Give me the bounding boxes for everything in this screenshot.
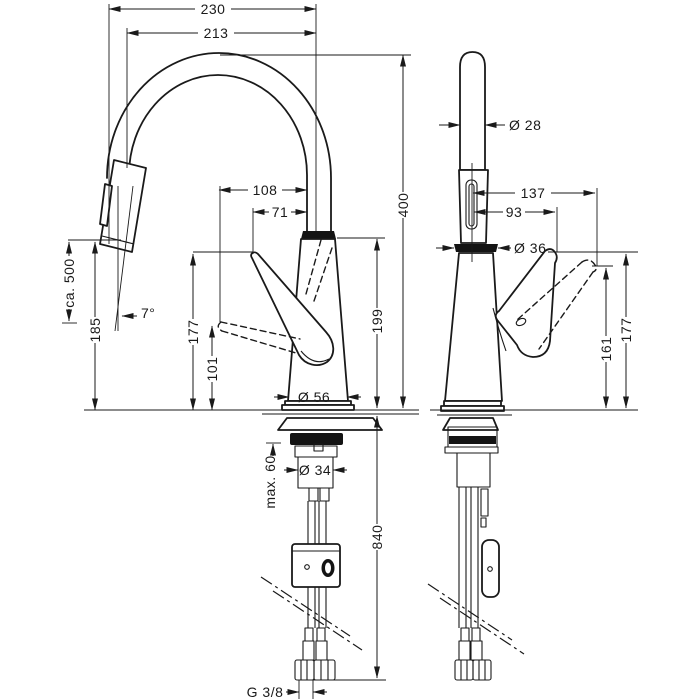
dim-spout-dia-label: Ø 36 — [514, 240, 546, 256]
dim-handle-height-alt-label: 161 — [598, 337, 614, 362]
dim-hose-length-label: 840 — [369, 525, 385, 550]
break-lines — [260, 576, 363, 651]
dim-reach: 230 — [108, 1, 317, 17]
dim-thread: G 3/8 — [247, 684, 327, 700]
dim-thread-label: G 3/8 — [247, 684, 284, 700]
dim-handle-height-front: 177 — [618, 253, 634, 409]
base-flange-front — [440, 400, 505, 412]
dim-spray-reach-label: 213 — [204, 25, 229, 41]
dim-handle-height-alt: 161 — [598, 267, 614, 409]
mounting-hardware-front — [442, 417, 499, 488]
handle-lever-front-dashed — [516, 259, 597, 350]
dim-spray-reach: 213 — [126, 25, 317, 41]
dim-spout-height: 400 — [395, 54, 411, 409]
spout-joint — [301, 231, 336, 239]
handle-lever-dashed — [217, 239, 333, 354]
dim-shank-dia: Ø 34 — [284, 462, 347, 478]
dim-spray-angle: 7° — [121, 305, 155, 321]
dim-spray-drop: 185 — [87, 241, 103, 411]
deck-line-front — [430, 409, 638, 416]
extension-lines-front — [471, 163, 638, 267]
dim-handle-height-side: 177 — [185, 253, 201, 411]
dim-spray-drop-label: 185 — [87, 318, 103, 343]
dim-spray-angle-label: 7° — [141, 305, 155, 321]
hose-weight — [291, 543, 341, 588]
dim-spout-offset-label: 71 — [272, 204, 289, 220]
dim-handle-reach-max: 137 — [472, 185, 596, 201]
supply-hoses-front — [458, 487, 489, 628]
dim-hose-length: 840 — [369, 415, 385, 679]
spray-column — [459, 51, 486, 171]
break-lines-front — [427, 583, 525, 655]
dim-shank-dia-label: Ø 34 — [299, 462, 331, 478]
dim-handle-reach: 93 — [473, 204, 556, 220]
dim-spout-dia: Ø 36 — [436, 240, 546, 256]
dim-body-height: 199 — [369, 238, 385, 409]
dim-handle-height-front-label: 177 — [618, 318, 634, 343]
extension-lines — [68, 4, 411, 699]
dim-spray-dia: Ø 28 — [439, 117, 541, 133]
dim-handle-height-side-label: 177 — [185, 320, 201, 345]
dim-handle-reach-max-label: 137 — [521, 185, 546, 201]
dim-handle-height-low-label: 101 — [204, 357, 220, 382]
dim-spout-offset-max: 108 — [218, 182, 308, 198]
side-view: 230 213 108 71 400 — [61, 1, 419, 700]
hose-connectors-front — [454, 627, 492, 681]
base-flange — [281, 400, 355, 411]
dim-body-height-label: 199 — [369, 309, 385, 334]
dim-spray-dia-label: Ø 28 — [509, 117, 541, 133]
spout-arc — [106, 52, 332, 232]
dim-handle-height-low: 101 — [204, 325, 220, 411]
handle-lever-front — [494, 248, 558, 358]
dim-spout-height-label: 400 — [395, 193, 411, 218]
dim-spray-hose-label: ca. 500 — [61, 258, 77, 307]
mounting-hardware — [277, 417, 383, 502]
dim-base-dia: Ø 56 — [274, 389, 361, 405]
spray-holder — [458, 169, 489, 244]
dim-reach-label: 230 — [201, 1, 226, 17]
dim-handle-reach-label: 93 — [506, 204, 523, 220]
front-view: Ø 28 137 93 Ø 36 161 177 — [427, 51, 638, 681]
hose-weight-front — [481, 539, 500, 598]
faucet-body-front — [444, 252, 507, 402]
dim-base-dia-label: Ø 56 — [298, 389, 330, 405]
dim-deck-max: max. 60 — [262, 442, 281, 509]
dim-spray-hose: ca. 500 — [61, 241, 77, 324]
dim-spout-offset-max-label: 108 — [253, 182, 278, 198]
spout-ring — [454, 244, 498, 252]
dim-deck-max-label: max. 60 — [262, 455, 278, 508]
deck-line — [84, 409, 419, 415]
dim-spout-offset: 71 — [252, 204, 308, 220]
hose-connectors — [294, 627, 336, 681]
